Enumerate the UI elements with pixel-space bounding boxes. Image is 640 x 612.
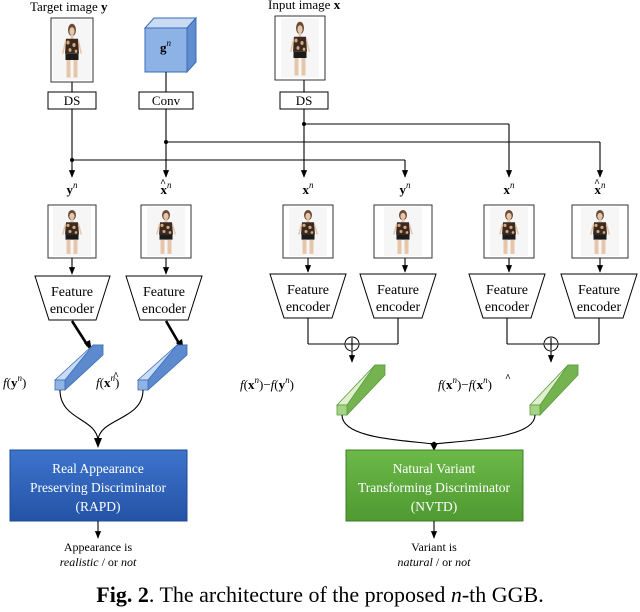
feature-cube-fxhat xyxy=(136,344,189,391)
nvtd-output-text: Variant is natural / or not xyxy=(397,540,471,569)
label-fx-minus-fy: f(xn)−f(yn) xyxy=(240,375,294,392)
subtract-node-left xyxy=(307,318,399,363)
svg-text:Feature: Feature xyxy=(51,285,93,300)
ds-label-target: DS xyxy=(64,93,81,108)
feature-diff-cube-right xyxy=(529,364,579,417)
svg-text:Feature: Feature xyxy=(578,283,620,298)
feature-encoder-6: Feature encoder xyxy=(560,273,638,319)
routing-wires xyxy=(68,109,604,178)
encoder2-to-feature-arrow xyxy=(164,320,182,346)
svg-text:^: ^ xyxy=(505,373,511,384)
thumb-to-encoder-arrows xyxy=(68,258,604,275)
noise-var: gn xyxy=(160,38,172,55)
svg-text:Real Appearance: Real Appearance xyxy=(52,461,144,476)
feature-encoder-4: Feature encoder xyxy=(359,273,437,319)
svg-text:Variant is: Variant is xyxy=(411,540,457,554)
svg-text:encoder: encoder xyxy=(577,300,622,315)
svg-text:encoder: encoder xyxy=(50,302,95,317)
svg-text:f(xn)−f(xn): f(xn)−f(xn) xyxy=(438,375,492,392)
target-image-label: Target image y xyxy=(30,0,108,14)
feature-label-1: yn xyxy=(67,180,79,197)
svg-text:Transforming Discriminator: Transforming Discriminator xyxy=(358,480,511,495)
thumb-xhat-1 xyxy=(140,204,192,259)
label-f-xhat: f(xn) ^ xyxy=(96,371,119,390)
svg-text:encoder: encoder xyxy=(485,300,530,315)
input-image-thumbnail xyxy=(274,15,326,81)
thumb-xhat-3 xyxy=(571,204,629,259)
subtract-node-right xyxy=(506,318,600,363)
rapd-merge-left xyxy=(59,389,99,441)
svg-text:xn: xn xyxy=(595,180,607,197)
svg-text:Feature: Feature xyxy=(377,283,419,298)
feature-label-3: xn xyxy=(303,180,315,197)
svg-text:Natural Variant: Natural Variant xyxy=(393,461,476,476)
feature-diff-cube-left xyxy=(336,364,386,417)
nvtd-merge-right xyxy=(433,414,536,445)
svg-text:realistic / or not: realistic / or not xyxy=(60,555,137,569)
ds-label-input: DS xyxy=(296,93,313,108)
feature-label-5: xn xyxy=(504,180,516,197)
input-image-label: Input image x xyxy=(268,0,341,12)
svg-text:natural / or not: natural / or not xyxy=(397,555,471,569)
thumb-xn-2 xyxy=(282,204,334,259)
feature-encoder-1: Feature encoder xyxy=(34,275,111,321)
feature-encoder-3: Feature encoder xyxy=(269,273,347,319)
feature-cube-fy xyxy=(53,344,105,391)
svg-text:^: ^ xyxy=(113,371,119,382)
thumb-xn-3 xyxy=(483,204,535,259)
conv-label: Conv xyxy=(152,93,181,108)
figure-caption: Fig. 2. The architecture of the proposed… xyxy=(96,582,543,607)
svg-text:^: ^ xyxy=(160,178,166,189)
svg-text:Feature: Feature xyxy=(486,283,528,298)
svg-text:^: ^ xyxy=(594,178,600,189)
target-image-thumbnail xyxy=(50,17,94,83)
feature-label-2: xn ^ xyxy=(160,178,172,197)
svg-text:Preserving Discriminator: Preserving Discriminator xyxy=(30,480,167,495)
rapd-discriminator: Real Appearance Preserving Discriminator… xyxy=(9,449,188,522)
svg-text:Feature: Feature xyxy=(287,283,329,298)
svg-text:(NVTD): (NVTD) xyxy=(411,499,458,514)
svg-text:encoder: encoder xyxy=(376,300,421,315)
label-fx-minus-fxhat: f(xn)−f(xn) ^ xyxy=(438,373,511,392)
thumb-yn-2 xyxy=(373,204,433,259)
svg-text:Feature: Feature xyxy=(143,285,185,300)
svg-text:encoder: encoder xyxy=(142,302,187,317)
nvtd-discriminator: Natural Variant Transforming Discriminat… xyxy=(345,449,524,522)
encoder1-to-feature-arrow xyxy=(70,320,90,347)
feature-encoder-5: Feature encoder xyxy=(468,273,546,319)
svg-text:(RAPD): (RAPD) xyxy=(75,499,120,514)
feature-label-4: yn xyxy=(400,180,412,197)
noise-input-cube: gn xyxy=(143,16,198,74)
rapd-output-text: Appearance is realistic / or not xyxy=(60,540,137,569)
feature-encoder-2: Feature encoder xyxy=(125,275,203,321)
rapd-merge-right xyxy=(97,389,144,441)
svg-text:Appearance is: Appearance is xyxy=(64,540,133,554)
svg-text:encoder: encoder xyxy=(286,300,331,315)
nvtd-merge-left xyxy=(341,414,435,445)
feature-label-6: xn ^ xyxy=(594,178,606,197)
thumb-yn-1 xyxy=(47,204,97,259)
label-f-yn: f(yn) xyxy=(3,373,26,390)
svg-text:xn: xn xyxy=(161,180,173,197)
